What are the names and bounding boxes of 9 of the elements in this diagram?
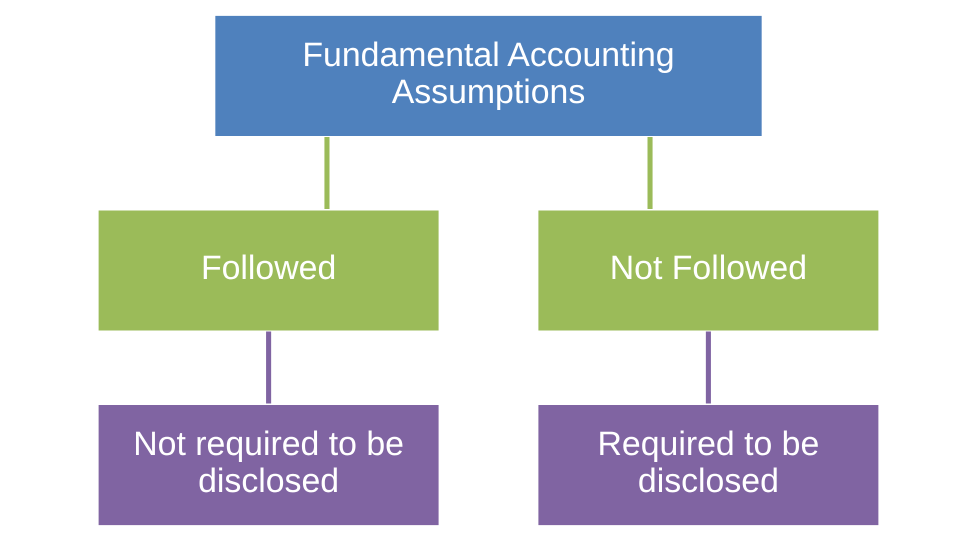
node-box: Followed <box>96 208 440 332</box>
node-box: Required to be disclosed <box>536 403 880 527</box>
node-box: Not Followed <box>536 208 880 332</box>
connector <box>648 137 653 210</box>
connector <box>266 332 272 404</box>
connector <box>706 332 711 404</box>
connector <box>324 137 330 210</box>
node-box: Fundamental Accounting Assumptions <box>214 14 764 138</box>
node-box: Not required to be disclosed <box>96 403 440 527</box>
